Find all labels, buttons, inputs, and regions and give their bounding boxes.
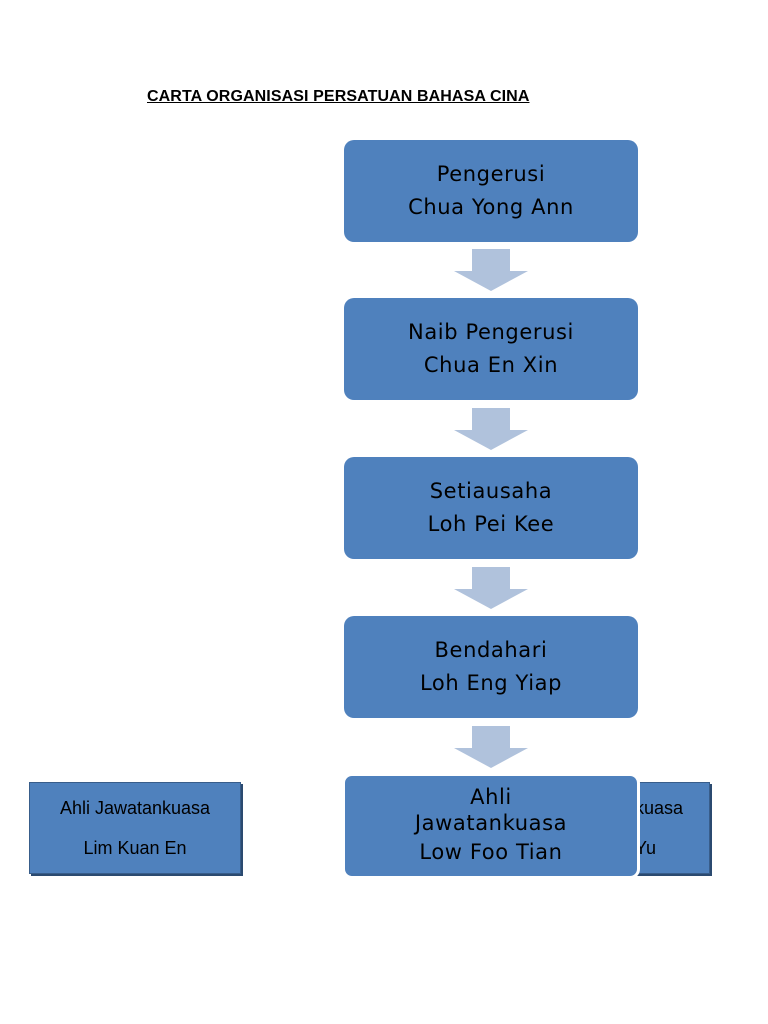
page-title: CARTA ORGANISASI PERSATUAN BAHASA CINA [147,88,530,105]
committee-left-role: Ahli Jawatankuasa [59,798,211,818]
committee-box-right: kuasa Yu [626,782,710,874]
down-arrow-icon [454,249,528,291]
committee-right-name: Yu [635,838,657,858]
pengerusi-name: Chua Yong Ann [408,195,574,219]
setiausaha-name: Loh Pei Kee [427,512,555,536]
chart-box-setiausaha: Setiausaha Loh Pei Kee [344,457,638,559]
ahli-name: Low Foo Tian [419,839,563,864]
setiausaha-role: Setiausaha [429,479,553,503]
chart-box-bendahari: Bendahari Loh Eng Yiap [344,616,638,718]
committee-right-role: kuasa [635,798,684,818]
bendahari-role: Bendahari [434,638,548,662]
ahli-role-line1: Ahli [470,784,512,809]
committee-left-name: Lim Kuan En [83,838,187,858]
chart-box-pengerusi: Pengerusi Chua Yong Ann [344,140,638,242]
down-arrow-icon [454,408,528,450]
bendahari-name: Loh Eng Yiap [419,671,563,695]
chart-box-ahli-jawatankuasa: Ahli Jawatankuasa Low Foo Tian [342,773,640,879]
down-arrow-icon [454,567,528,609]
down-arrow-icon [454,726,528,768]
naib-pengerusi-name: Chua En Xin [423,353,559,377]
naib-pengerusi-role: Naib Pengerusi [408,320,574,344]
chart-box-naib-pengerusi: Naib Pengerusi Chua En Xin [344,298,638,400]
pengerusi-role: Pengerusi [436,162,546,186]
committee-box-left: Ahli Jawatankuasa Lim Kuan En [29,782,241,874]
ahli-role-line2: Jawatankuasa [414,810,568,835]
